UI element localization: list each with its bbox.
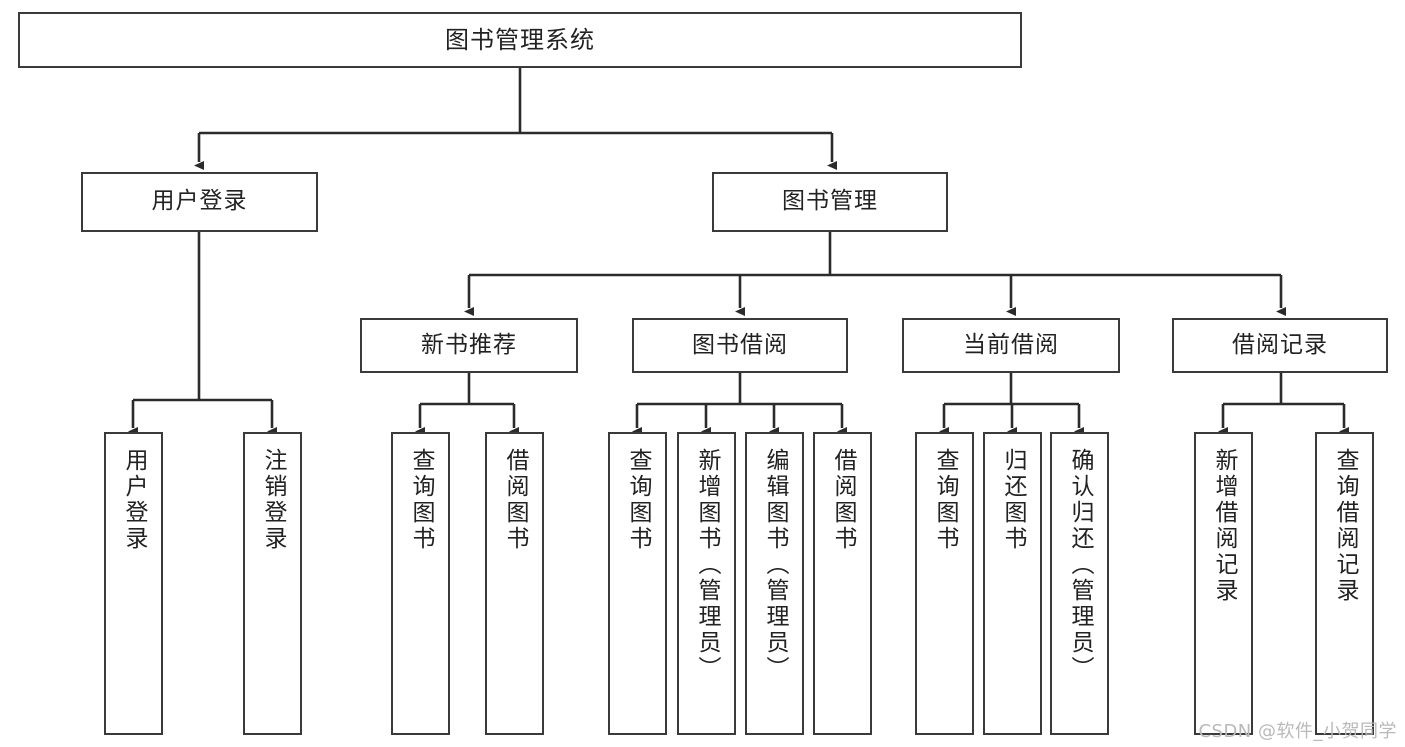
leaf-record-add-record[interactable]: 新增借阅记录 xyxy=(1194,432,1253,735)
node-label: 编辑图书（管理员） xyxy=(762,448,788,682)
node-label: 查询借阅记录 xyxy=(1332,448,1358,604)
leaf-current-query-book[interactable]: 查询图书 xyxy=(915,432,974,735)
leaf-record-query-record[interactable]: 查询借阅记录 xyxy=(1315,432,1374,735)
node-label: 图书管理系统 xyxy=(445,25,595,54)
node-label: 确认归还（管理员） xyxy=(1067,448,1093,682)
leaf-borrow-borrow-book[interactable]: 借阅图书 xyxy=(813,432,872,735)
node-label: 用户登录 xyxy=(151,188,248,215)
node-label: 查询图书 xyxy=(408,448,434,552)
node-root-system[interactable]: 图书管理系统 xyxy=(18,12,1022,68)
node-current-borrow[interactable]: 当前借阅 xyxy=(902,318,1120,373)
node-user-login[interactable]: 用户登录 xyxy=(81,172,318,232)
leaf-borrow-edit-book-admin[interactable]: 编辑图书（管理员） xyxy=(745,432,804,735)
node-label: 归还图书 xyxy=(1000,448,1026,552)
node-label: 查询图书 xyxy=(625,448,651,552)
leaf-current-return-book[interactable]: 归还图书 xyxy=(983,432,1042,735)
node-label: 新增图书（管理员） xyxy=(694,448,720,682)
node-book-management[interactable]: 图书管理 xyxy=(712,172,948,232)
leaf-borrow-add-book-admin[interactable]: 新增图书（管理员） xyxy=(677,432,736,735)
node-borrow-record[interactable]: 借阅记录 xyxy=(1172,318,1388,373)
node-label: 借阅图书 xyxy=(502,448,528,552)
node-label: 注销登录 xyxy=(260,448,286,552)
leaf-user-login-logout[interactable]: 注销登录 xyxy=(243,432,302,735)
node-label: 图书借阅 xyxy=(692,331,788,358)
node-label: 当前借阅 xyxy=(963,331,1059,358)
node-label: 查询图书 xyxy=(932,448,958,552)
leaf-new-book-borrow[interactable]: 借阅图书 xyxy=(485,432,544,735)
leaf-borrow-query-book[interactable]: 查询图书 xyxy=(608,432,667,735)
node-label: 借阅图书 xyxy=(830,448,856,552)
node-label: 图书管理 xyxy=(782,188,878,215)
node-new-book-recommend[interactable]: 新书推荐 xyxy=(360,318,578,373)
node-label: 新增借阅记录 xyxy=(1211,448,1237,604)
csdn-watermark: CSDN @软件_小贺同学 xyxy=(1198,721,1397,742)
leaf-current-confirm-return-admin[interactable]: 确认归还（管理员） xyxy=(1050,432,1109,735)
leaf-new-book-query[interactable]: 查询图书 xyxy=(391,432,450,735)
node-label: 借阅记录 xyxy=(1232,331,1328,358)
leaf-user-login-login[interactable]: 用户登录 xyxy=(104,432,163,735)
node-label: 用户登录 xyxy=(121,448,147,552)
node-label: 新书推荐 xyxy=(421,331,517,358)
node-book-borrow[interactable]: 图书借阅 xyxy=(632,318,848,373)
